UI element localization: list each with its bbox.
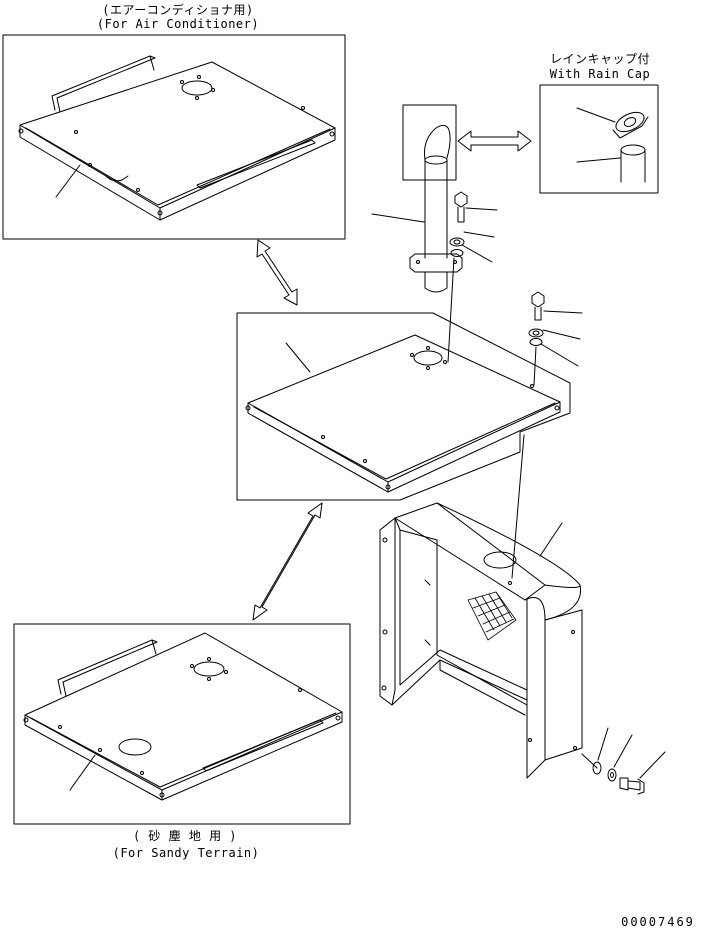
mesh-grille [468,592,516,640]
bolt-set-bottom [582,728,665,794]
plate-air-conditioner [19,56,335,220]
sandy-terrain-label-jp: ( 砂 塵 地 用 ) [132,829,238,843]
air-conditioner-frame [3,35,345,239]
air-conditioner-label-jp: (エアーコンディショナ用) [102,3,254,17]
sandy-terrain-frame [14,624,350,824]
main-cover-frame [237,313,570,500]
air-conditioner-label-en: (For Air Conditioner) [96,17,260,31]
plate-sandy-terrain [24,633,342,800]
rain-cap-label-en: With Rain Cap [549,67,651,81]
arrow-sandy-terrain [253,503,322,620]
rain-cap-frame [540,85,658,193]
bolt-set-exhaust [448,192,497,362]
exhaust-pipe [372,125,462,292]
plate-main-cover [246,335,560,578]
rain-cap-label-jp: レインキャップ付 [549,52,650,66]
sandy-terrain-label-en: (For Sandy Terrain) [112,846,260,860]
rain-cap-detail [577,108,648,182]
arrow-air-conditioner [257,240,297,305]
bolt-set-cover [529,292,582,385]
drawing-number: 00007469 [621,915,695,929]
arrow-rain-cap [458,131,531,151]
exhaust-callout-frame [403,105,456,180]
engine-hood-housing [380,503,582,778]
